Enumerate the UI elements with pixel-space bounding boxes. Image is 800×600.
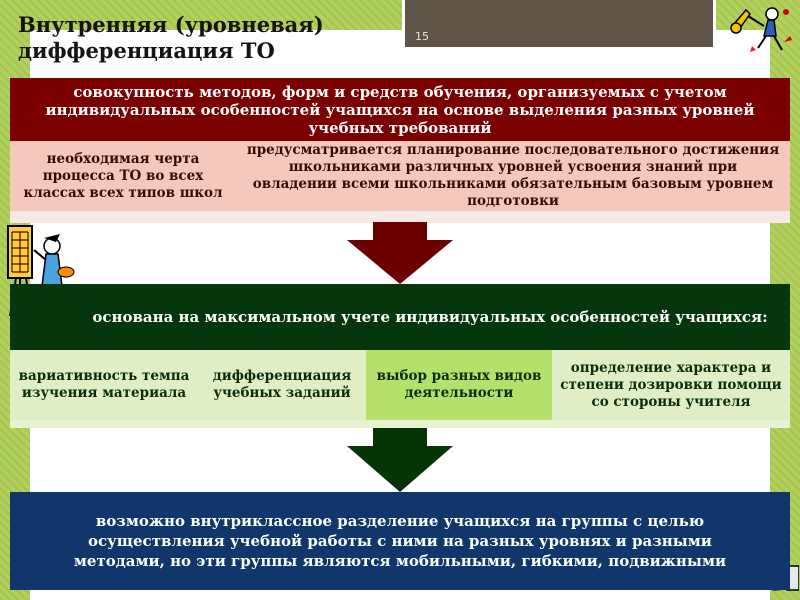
feature-tempo: вариативность темпа изучения материала: [10, 350, 198, 420]
feature-activities: выбор разных видов деятельности: [366, 350, 552, 420]
basis-band: основана на максимальном учете индивидуа…: [10, 284, 790, 350]
down-arrow-icon: [347, 428, 453, 492]
page-title: Внутренняя (уровневая) дифференциация ТО: [18, 12, 324, 63]
slide-number-box: [402, 0, 716, 50]
feature-tasks: дифференциация учебных заданий: [198, 350, 366, 420]
feature-help-dosage: определение характера и степени дозировк…: [552, 350, 790, 420]
slide-number: 15: [415, 30, 429, 43]
musician-clipart-icon: [730, 7, 792, 52]
definition-band: совокупность методов, форм и средств обу…: [10, 78, 790, 141]
property-planning: предусматривается планирование последова…: [236, 141, 790, 211]
down-arrow-icon: [347, 222, 453, 284]
conclusion-band: возможно внутриклассное разделение учащи…: [10, 492, 790, 590]
property-necessary-feature: необходимая черта процесса ТО во всех кл…: [10, 141, 236, 211]
